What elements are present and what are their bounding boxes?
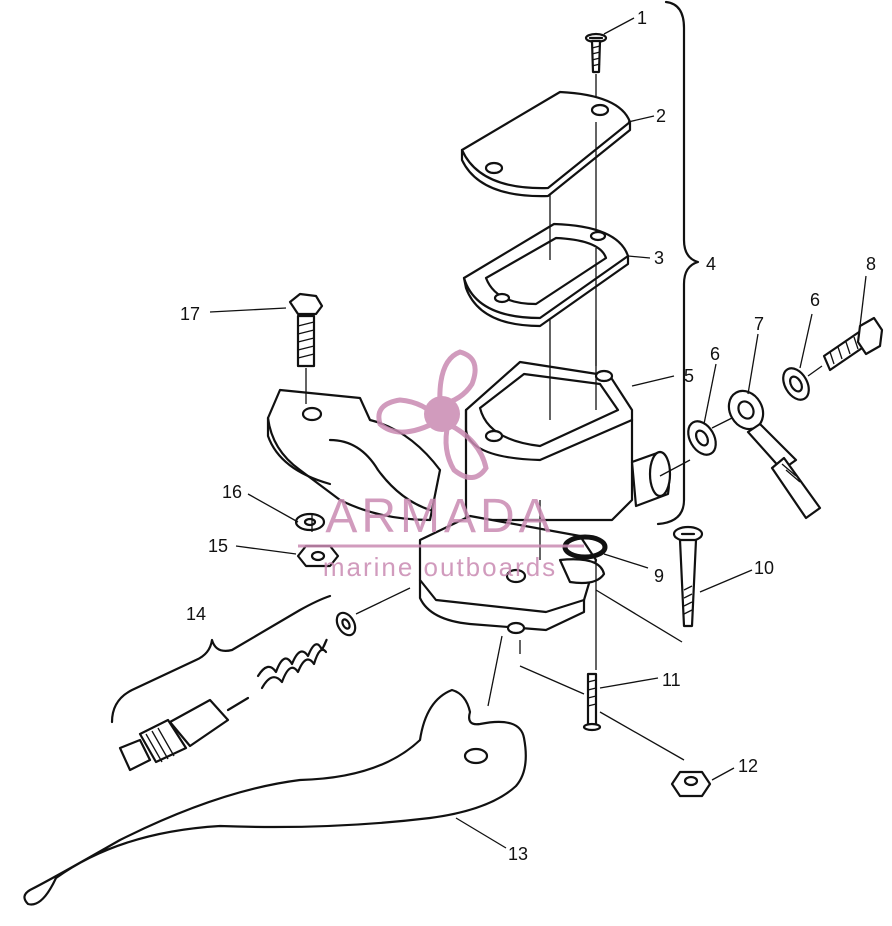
part-10-screw: [672, 525, 704, 628]
part-2-cover: [460, 90, 632, 198]
callout-10: 10: [754, 558, 774, 578]
part-8-banjo-bolt: [822, 316, 884, 372]
watermark: ARMADA marine outboards: [298, 349, 584, 582]
callout-13: 13: [508, 844, 528, 864]
watermark-tagline: marine outboards: [323, 552, 557, 582]
callout-12: 12: [738, 756, 758, 776]
handlebar-clamp: [266, 388, 442, 522]
part-5-cylinder-body: [464, 360, 672, 522]
callout-1: 1: [637, 8, 647, 28]
callout-16: 16: [222, 482, 242, 502]
callout-6-left: 6: [710, 344, 720, 364]
part-6-washer-left: [687, 420, 717, 456]
callout-11: 11: [662, 670, 681, 690]
callout-14: 14: [186, 604, 206, 624]
propeller-icon: [376, 349, 489, 480]
piston-brace: [110, 594, 332, 724]
lower-flange: [418, 514, 606, 635]
callout-15: 15: [208, 536, 228, 556]
callout-7: 7: [754, 314, 764, 334]
watermark-brand: ARMADA: [325, 490, 554, 543]
part-16-washer: [294, 512, 326, 532]
callout-17: 17: [180, 304, 200, 324]
callout-8: 8: [866, 254, 876, 274]
alignment-lines: [305, 74, 823, 761]
part-11-pin: [582, 672, 602, 732]
callout-6-right: 6: [810, 290, 820, 310]
assembly-brace: [656, 0, 700, 526]
callout-4: 4: [706, 254, 716, 274]
part-17-hex-bolt: [288, 292, 324, 368]
part-3-gasket: [462, 222, 630, 328]
part-1-screw: [584, 32, 608, 74]
callout-3: 3: [654, 248, 664, 268]
callout-labels: 1 2 3 4 5 6 6 7 8 9 10 11 12 13 14 15 16…: [180, 8, 876, 864]
callout-5: 5: [684, 366, 694, 386]
part-7-banjo-hose: [727, 389, 822, 520]
part-13-lever: [23, 688, 527, 906]
callout-9: 9: [654, 566, 664, 586]
part-6-washer-right: [782, 367, 810, 401]
callout-2: 2: [656, 106, 666, 126]
part-12-nut: [670, 770, 712, 798]
part-14-piston-assembly: [118, 611, 357, 772]
leader-lines: [209, 17, 867, 849]
